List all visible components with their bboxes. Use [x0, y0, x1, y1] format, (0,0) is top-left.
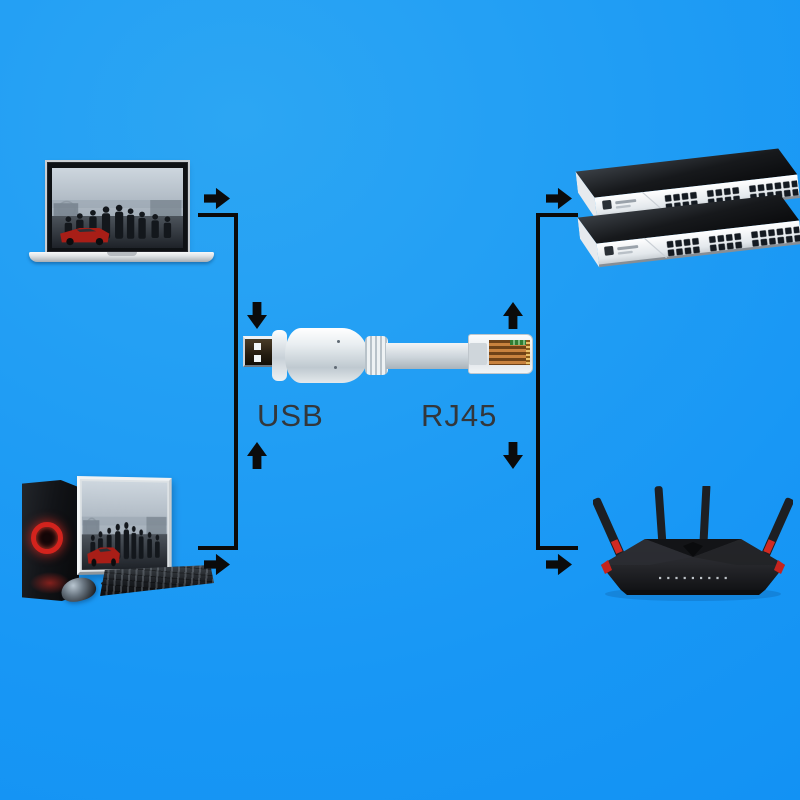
arrow-down-icon	[503, 442, 523, 469]
cable	[386, 343, 470, 369]
rj45-wires	[510, 340, 528, 345]
rj45-connector	[468, 334, 533, 374]
connector-line-desktop	[198, 546, 238, 550]
movie-poster-image	[82, 481, 167, 570]
connector-line-router	[536, 546, 578, 550]
desktop-tower	[22, 480, 79, 601]
arrow-down-icon	[247, 302, 267, 329]
arrow-right-icon	[546, 553, 572, 576]
tower-fan-ring-icon	[31, 522, 63, 554]
usb-connector-cap	[272, 330, 287, 381]
cable-strain-relief	[365, 336, 388, 375]
laptop-screen	[47, 162, 188, 252]
wireless-router	[593, 486, 793, 604]
movie-poster-image	[52, 168, 183, 248]
arrow-right-icon	[204, 187, 230, 210]
arrow-right-icon	[546, 187, 572, 210]
usb-label: USB	[257, 398, 324, 433]
connector-line-laptop	[198, 213, 238, 217]
arrow-up-icon	[247, 442, 267, 469]
connector-line-left-vertical	[234, 213, 238, 550]
rj45-gold-contacts	[526, 340, 530, 365]
laptop-base	[29, 252, 214, 262]
connector-line-switches	[536, 213, 578, 217]
desktop-monitor	[77, 476, 172, 575]
tower-red-glow	[30, 572, 70, 594]
rj45-label: RJ45	[421, 398, 498, 433]
ethernet-switch-stack	[576, 158, 800, 276]
usb-a-connector	[243, 336, 274, 367]
keyboard	[100, 565, 214, 596]
connector-line-right-vertical	[536, 213, 540, 550]
arrow-up-icon	[503, 302, 523, 329]
usb-connector-body	[285, 328, 368, 383]
